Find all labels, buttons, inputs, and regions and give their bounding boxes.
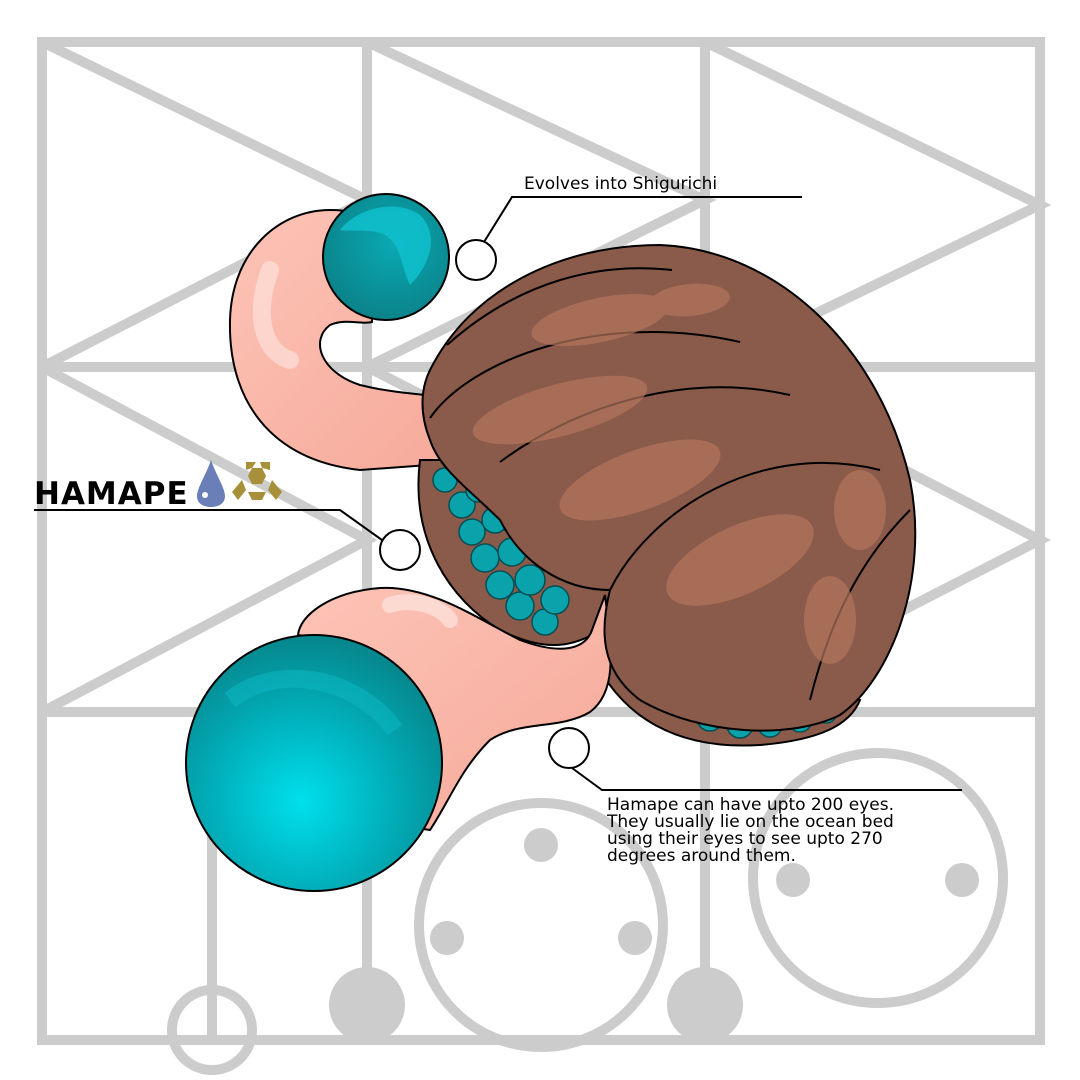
lower-arm-highlight xyxy=(382,594,458,628)
large-eye-ring xyxy=(224,669,403,736)
rock-hex-icon xyxy=(232,462,282,500)
upper-arm-highlight xyxy=(252,261,299,369)
description-line: using their eyes to see upto 270 xyxy=(607,829,883,849)
background-dots xyxy=(329,828,979,1043)
creature-description: Hamape can have upto 200 eyes. They usua… xyxy=(607,797,967,865)
callout-description xyxy=(548,727,962,791)
shell-patches xyxy=(472,283,886,664)
large-eye xyxy=(185,634,443,892)
shell-ridges xyxy=(429,267,911,701)
description-line: They usually lie on the ocean bed xyxy=(607,812,894,832)
description-line: degrees around them. xyxy=(607,846,796,866)
callout-evolution xyxy=(455,196,802,281)
small-eye-shine xyxy=(340,206,431,285)
water-drop-shine xyxy=(202,492,208,498)
callout-name xyxy=(34,509,421,571)
description-line: Hamape can have upto 200 eyes. xyxy=(607,795,895,815)
creature-name: HAMAPE xyxy=(34,476,189,512)
evolution-note: Evolves into Shigurichi xyxy=(524,174,718,194)
